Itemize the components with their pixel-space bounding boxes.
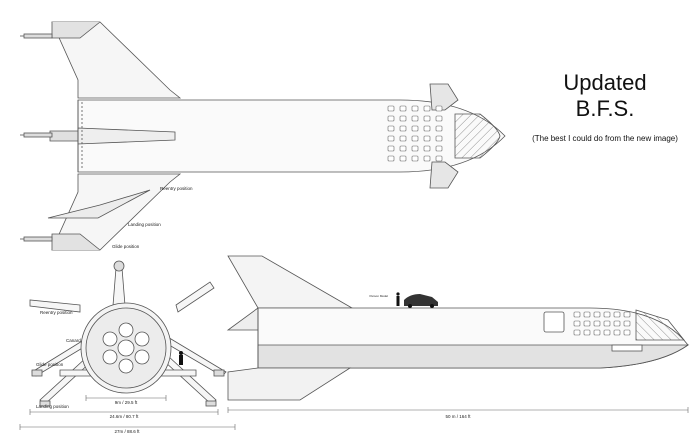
window bbox=[583, 311, 591, 318]
side-windows bbox=[573, 311, 631, 336]
window bbox=[593, 329, 601, 336]
label-reentry-front: Reentry position bbox=[40, 310, 73, 315]
window bbox=[623, 311, 631, 318]
window bbox=[411, 125, 419, 132]
window bbox=[411, 105, 419, 112]
front-person bbox=[179, 351, 183, 365]
front-dimensions bbox=[19, 395, 236, 430]
label-glide-front: Glide position bbox=[36, 362, 64, 367]
top-canard-upper bbox=[429, 83, 459, 111]
label-glide-top: Glide position bbox=[112, 244, 140, 249]
window bbox=[573, 329, 581, 336]
window bbox=[423, 155, 431, 162]
side-car bbox=[404, 294, 438, 308]
window bbox=[387, 145, 395, 152]
window bbox=[411, 135, 419, 142]
window bbox=[387, 155, 395, 162]
window bbox=[613, 320, 621, 327]
window bbox=[593, 311, 601, 318]
window bbox=[399, 135, 407, 142]
side-person bbox=[396, 292, 400, 306]
page-subtitle: (The best I could do from the new image) bbox=[532, 134, 678, 143]
window bbox=[423, 105, 431, 112]
side-dimension bbox=[227, 407, 689, 413]
window bbox=[387, 115, 395, 122]
label-landing-top: Landing position bbox=[128, 222, 161, 227]
window bbox=[573, 320, 581, 327]
window bbox=[603, 311, 611, 318]
label-reentry-top: Reentry position bbox=[160, 186, 193, 191]
page-title: Updated B.F.S. bbox=[520, 70, 690, 122]
side-view bbox=[226, 255, 690, 401]
window bbox=[435, 125, 443, 132]
window bbox=[583, 320, 591, 327]
window bbox=[411, 115, 419, 122]
window bbox=[399, 125, 407, 132]
window bbox=[399, 155, 407, 162]
side-lower-fin bbox=[227, 367, 352, 401]
window bbox=[411, 155, 419, 162]
window bbox=[435, 115, 443, 122]
window bbox=[603, 329, 611, 336]
window bbox=[435, 155, 443, 162]
dim-length: 50 m / 164 ft bbox=[445, 414, 471, 419]
top-canard-lower bbox=[429, 161, 459, 189]
title-line-2: B.F.S. bbox=[575, 96, 635, 121]
window bbox=[423, 135, 431, 142]
dim-span-inner: 24.6m / 80.7 ft bbox=[110, 414, 140, 419]
label-canard: Canard bbox=[66, 338, 81, 343]
dim-span-outer: 27m / 88.6 ft bbox=[114, 429, 140, 434]
window bbox=[423, 115, 431, 122]
side-tail-fin bbox=[227, 255, 354, 309]
side-nose-window bbox=[635, 309, 685, 341]
window bbox=[387, 125, 395, 132]
window bbox=[399, 105, 407, 112]
top-view bbox=[20, 21, 506, 251]
front-engines bbox=[102, 322, 150, 374]
window bbox=[435, 105, 443, 112]
window bbox=[613, 329, 621, 336]
dim-body: 9m / 29.5 ft bbox=[115, 400, 138, 405]
window bbox=[623, 320, 631, 327]
label-person-note: Person Model bbox=[369, 294, 388, 298]
window bbox=[583, 329, 591, 336]
label-landing-front: Landing position bbox=[36, 404, 69, 409]
window bbox=[399, 145, 407, 152]
window bbox=[423, 125, 431, 132]
window bbox=[387, 135, 395, 142]
window bbox=[573, 311, 581, 318]
window bbox=[387, 105, 395, 112]
window bbox=[435, 135, 443, 142]
window bbox=[399, 115, 407, 122]
window bbox=[613, 311, 621, 318]
window bbox=[411, 145, 419, 152]
window bbox=[593, 320, 601, 327]
window bbox=[423, 145, 431, 152]
top-windows bbox=[387, 105, 443, 162]
window bbox=[435, 145, 443, 152]
title-line-1: Updated bbox=[563, 70, 647, 95]
window bbox=[603, 320, 611, 327]
window bbox=[623, 329, 631, 336]
top-nose-window bbox=[454, 113, 501, 159]
